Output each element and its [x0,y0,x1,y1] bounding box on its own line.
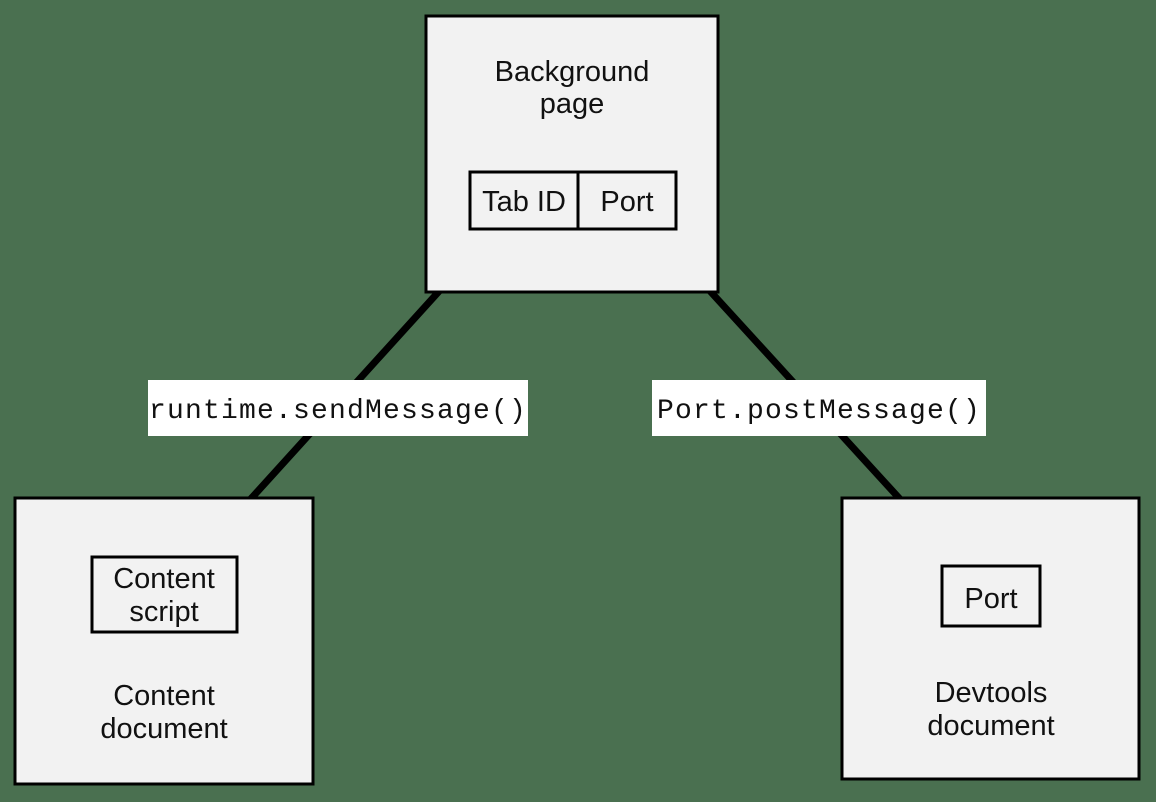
edge-label-port-postmessage: Port.postMessage() [652,380,986,436]
edge-label-port-postmessage-text: Port.postMessage() [657,396,981,427]
content-script-label-line2: script [129,596,198,628]
content-document-box[interactable] [13,496,315,786]
devtools-document-box[interactable] [840,496,1141,781]
table-cell-port[interactable] [576,170,678,231]
devtools-port-label: Port [964,583,1017,615]
background-page-box[interactable] [424,14,720,294]
background-page-title-line2: page [540,88,605,120]
content-document-title-line1: Content [113,680,215,712]
edge-label-runtime-sendmessage-text: runtime.sendMessage() [149,396,527,427]
edge-label-runtime-sendmessage: runtime.sendMessage() [148,380,528,436]
table-cell-tab-id-label: Tab ID [482,186,566,218]
content-document-title-line2: document [100,713,227,745]
devtools-port-box[interactable] [940,564,1042,628]
background-page-title-line1: Background [495,56,650,88]
content-script-box[interactable] [90,555,239,634]
edge-label-port-postmessage-plate [652,380,986,436]
node-devtools-document[interactable]: Port Devtools document [840,496,1141,781]
node-content-document[interactable]: Content script Content document [13,496,315,786]
content-script-label-line1: Content [113,563,215,595]
edge-label-runtime-sendmessage-plate [148,380,528,436]
node-background-page[interactable]: Background page Tab ID Port [424,14,720,294]
background-page-table[interactable]: Tab ID Port [468,170,678,231]
table-cell-port-label: Port [600,186,653,218]
devtools-document-title-line2: document [927,710,1054,742]
devtools-document-title-line1: Devtools [935,677,1048,709]
